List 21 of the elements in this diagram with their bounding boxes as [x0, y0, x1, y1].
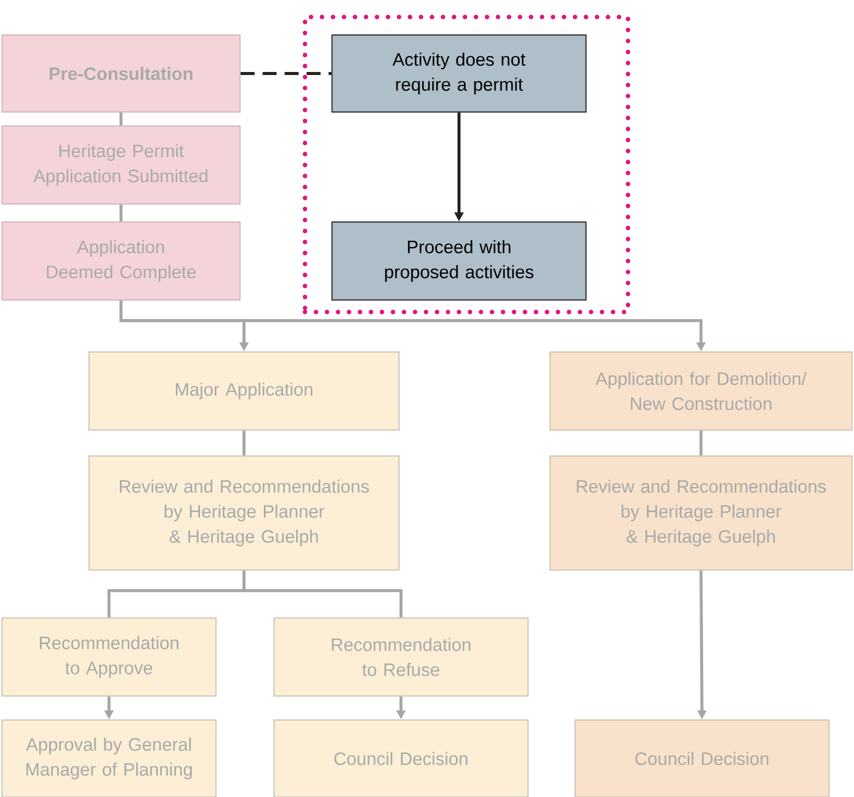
process-box: Recommendation to Refuse	[273, 617, 529, 697]
connector-line	[242, 570, 402, 618]
process-box: Council Decision	[574, 719, 830, 797]
connector-line	[700, 430, 702, 456]
connector-line	[120, 112, 122, 126]
connector-line	[240, 72, 332, 75]
process-box: Council Decision	[273, 719, 529, 797]
process-box: Pre-Consultation	[1, 34, 241, 113]
process-box: Review and Recommendations by Heritage Planner & Heritage Guelph	[549, 455, 853, 571]
process-box: Recommendation to Approve	[1, 617, 217, 697]
connector-line	[120, 204, 122, 222]
process-box: Heritage Permit Application Submitted	[1, 125, 241, 205]
process-box: Review and Recommendations by Heritage Planner & Heritage Guelph	[88, 455, 400, 571]
process-box: Approval by General Manager of Planning	[1, 719, 217, 797]
process-box: Major Application	[88, 351, 400, 431]
highlight-frame	[302, 14, 630, 314]
connector-line	[242, 430, 246, 456]
process-box: Activity does not require a permit	[331, 34, 587, 113]
process-box: Application for Demolition/ New Construction	[549, 351, 853, 431]
process-box: Proceed with proposed activities	[331, 221, 587, 301]
process-box: Application Deemed Complete	[1, 221, 241, 301]
